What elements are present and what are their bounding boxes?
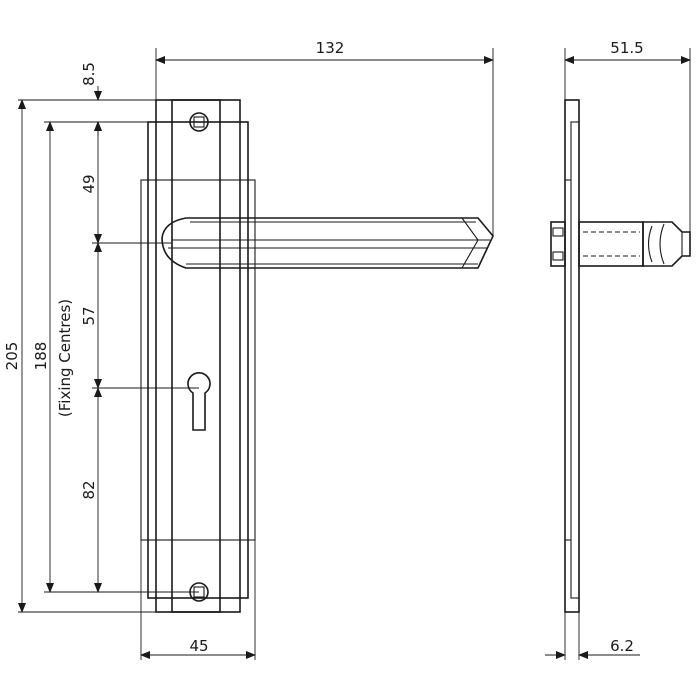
- side-view: [550, 99, 691, 613]
- extension-lines: [18, 48, 691, 660]
- dim-text-51-5: 51.5: [610, 39, 643, 57]
- backplate-outer-layer: [140, 179, 256, 541]
- keyhole-icon: [187, 372, 211, 431]
- dim-text-49: 49: [80, 174, 98, 193]
- backplate-center-panel: [171, 99, 221, 613]
- dim-text-57: 57: [80, 306, 98, 325]
- side-plate-outer: [564, 99, 580, 613]
- rose-collar: [550, 221, 566, 267]
- dim-text-6-2: 6.2: [610, 637, 634, 655]
- lever-handle: [161, 217, 494, 269]
- lever-neck: [578, 221, 644, 267]
- dim-text-8-5: 8.5: [80, 62, 98, 86]
- backplate-middle-layer: [147, 121, 249, 599]
- front-view: [140, 99, 494, 613]
- dim-text-188: 188: [32, 342, 50, 371]
- dim-text-45: 45: [189, 637, 208, 655]
- dim-text-fixing-centres: (Fixing Centres): [56, 299, 74, 417]
- side-plate-step: [570, 121, 580, 599]
- backplate-main-layer: [155, 99, 241, 613]
- dim-text-132: 132: [316, 39, 345, 57]
- lever-end-profile: [642, 221, 691, 267]
- dim-text-82: 82: [80, 480, 98, 499]
- dim-text-205: 205: [3, 342, 21, 371]
